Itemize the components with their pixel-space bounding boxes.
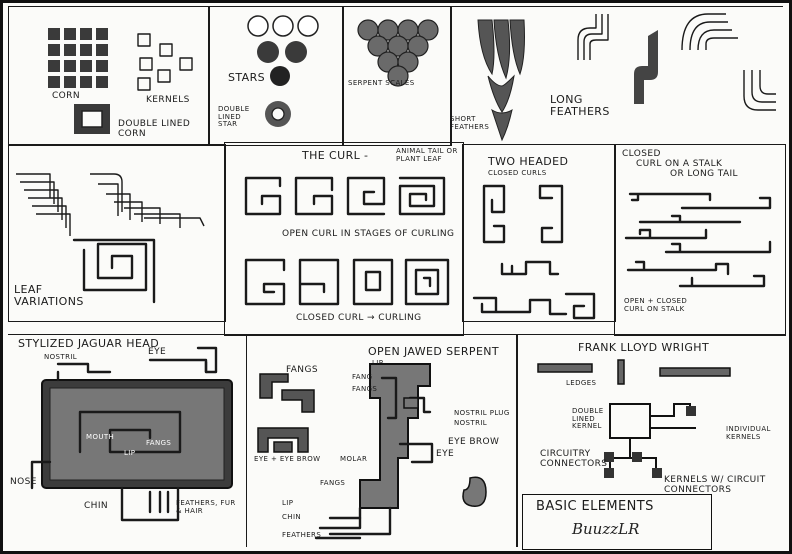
serpent-lip-label: LIP [372,359,384,367]
serpent-fang-label: FANG [352,373,373,381]
ledges-label: LEDGES [566,379,597,387]
open-jawed-serpent-drawing [314,363,487,540]
closed-stalk-label-1: CLOSED [622,149,661,159]
closed-stalk-label-3: OR LONG TAIL [670,169,738,179]
flw-ledges-drawing [537,359,731,385]
eye-eyebrow-label: EYE + EYE BROW [254,455,321,463]
flw-title: FRANK LLOYD WRIGHT [578,341,710,354]
fangs-drawing [259,373,315,413]
open-curl-stages-drawing [244,176,446,216]
flw-circuitry-drawing [604,403,696,478]
serpent-fangs-label: FANGS [352,385,378,393]
serpent-feathers-label: FEATHERS [282,531,322,539]
panel-curl [224,142,464,336]
leaf-variations-label: LEAF VARIATIONS [14,283,84,309]
serpent-nostril-label: NOSTRIL [454,419,488,427]
jaguar-eye-label: EYE [148,347,167,357]
circuitry-label: CIRCUITRY CONNECTORS [540,449,608,469]
serpent-scales-drawing [357,19,439,87]
panel-flw [516,334,785,547]
serpent-chin-label: CHIN [282,513,302,521]
serpent-label: SERPENT SCALES [348,79,415,88]
the-curl-note: ANIMAL TAIL OR PLANT LEAF [396,147,458,163]
kernels-circuit-label: KERNELS W/ CIRCUIT CONNECTORS [664,475,766,495]
panel-stars [208,6,344,146]
serpent-nostril-plug-label: NOSTRIL PLUG [454,409,510,417]
kernels-drawing [137,33,193,91]
jaguar-mouth-label: MOUTH [86,433,115,441]
closed-curl-label: CLOSED CURL → CURLING [296,313,422,323]
two-headed-title: TWO HEADED [488,155,569,168]
stars-drawing [247,15,319,86]
eye-eyebrow-drawing [257,427,309,453]
double-lined-kernel-label: DOUBLE LINED KERNEL [572,407,604,431]
jaguar-head-drawing [30,346,233,522]
individual-kernels-label: INDIVIDUAL KERNELS [726,425,771,441]
panel-leaf [8,144,226,322]
closed-curls-label: CLOSED CURLS [488,169,547,177]
double-lined-corn-drawing [74,104,110,134]
double-lined-star-drawing [265,101,291,127]
jaguar-chin-label: CHIN [84,501,109,511]
short-feathers-drawing [477,19,525,142]
serpent-fangs2-label: FANGS [320,479,346,487]
jaguar-feathers-label: FEATHERS, FUR & HAIR [176,499,236,515]
stars-label: STARS [228,71,265,84]
jaguar-title: STYLIZED JAGUAR HEAD [18,337,160,350]
long-feathers-label: LONG FEATHERS [550,93,610,119]
panel-two-headed [462,144,616,322]
serpent-eye-label: EYE [436,449,455,459]
open-closed-stalk-label: OPEN + CLOSED CURL ON STALK [624,297,688,313]
basic-elements-box [522,494,712,550]
curl-on-stalk-drawing [624,192,772,288]
long-feathers-drawing [577,13,776,111]
closed-curl-drawing [244,258,450,306]
fangs-label: FANGS [286,365,318,375]
corn-label: CORN [52,91,80,101]
jaguar-nostril-label: NOSTRIL [44,353,78,361]
the-curl-title: THE CURL - [302,149,369,162]
serpent-molar-label: MOLAR [340,455,368,463]
serpent-lip2-label: LIP [282,499,294,507]
panel-corn-kernels [8,6,210,146]
artist-signature: BuuzzLR [572,520,640,538]
jaguar-nose-label: NOSE [10,477,37,487]
open-curl-label: OPEN CURL IN STAGES OF CURLING [282,229,455,239]
double-lined-star-label: DOUBLE LINED STAR [218,105,250,129]
panel-feathers [450,6,783,145]
panel-scales [342,6,452,146]
double-lined-corn-label: DOUBLE LINED CORN [118,119,191,139]
kernels-label: KERNELS [146,95,190,105]
leaf-variations-drawing [16,173,205,304]
serpent-scales-label: SERPENT SCALES [348,79,415,87]
closed-stalk-label-2: CURL ON A STALK [636,159,723,169]
short-feathers-label: SHORT FEATHERS [450,115,490,131]
basic-elements-title: BASIC ELEMENTS [536,499,654,514]
serpent-title: OPEN JAWED SERPENT [368,345,500,358]
corn-grid-drawing [48,28,108,88]
panel-stalk [614,144,786,336]
jaguar-fangs-label: FANGS [146,439,172,447]
two-headed-curls-drawing [472,184,596,320]
jaguar-lip-label: LIP [124,449,136,457]
serpent-eyebrow-label: EYE BROW [448,437,500,447]
panel-serpent [246,334,518,547]
